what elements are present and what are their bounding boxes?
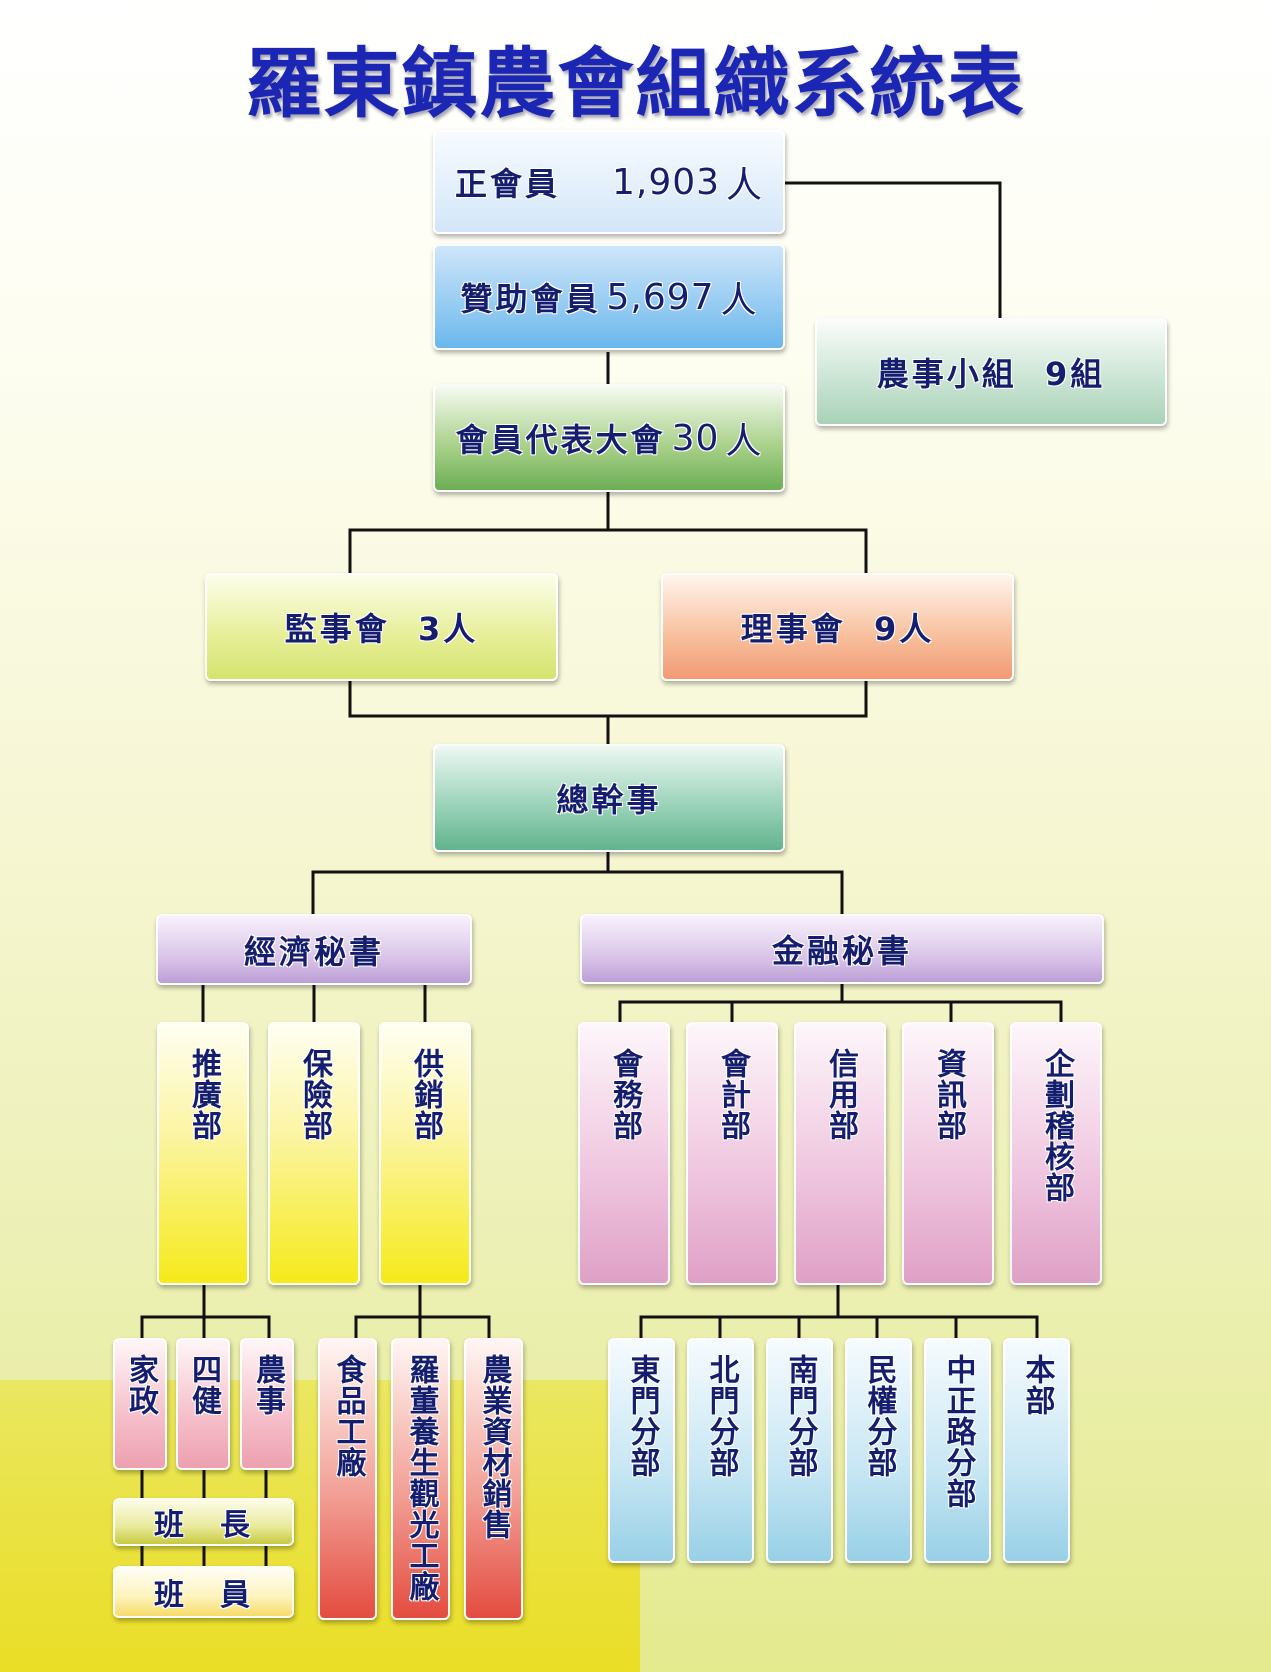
directors-box: 理事會 9人	[661, 573, 1014, 681]
associate-members-box: 贊助會員 5,697 人	[433, 244, 785, 350]
page-title: 羅東鎮農會組織系統表	[245, 39, 1026, 128]
economic-secretary-box: 經濟秘書	[156, 914, 472, 985]
economic-secretary-label: 經濟秘書	[243, 932, 384, 971]
line-board-split	[348, 528, 868, 575]
class-member-label: 班 員	[154, 1578, 253, 1613]
finance-secretary-box: 金融秘書	[580, 914, 1104, 984]
branch-minquan-label: 民權分部	[861, 1354, 897, 1478]
unit-wellness-factory-label: 羅董養生觀光工廠	[403, 1354, 439, 1602]
dept-extension: 推廣部	[157, 1022, 249, 1285]
finance-secretary-label: 金融秘書	[771, 932, 912, 970]
dept-insurance-label: 保險部	[297, 1048, 332, 1141]
branch-beimen-label: 北門分部	[703, 1354, 739, 1478]
unit-4h: 四健	[176, 1338, 230, 1470]
branch-headquarters-label: 本部	[1019, 1354, 1055, 1416]
unit-farming-label: 農事	[250, 1354, 285, 1416]
unit-food-factory: 食品工廠	[318, 1338, 377, 1620]
branch-minquan: 民權分部	[845, 1338, 912, 1563]
supervisors-box: 監事會 3人	[205, 573, 558, 681]
branch-zhongzheng-road-label: 中正路分部	[940, 1354, 976, 1509]
associate-members-count: 5,697	[606, 276, 715, 318]
regular-members-count: 1,903	[611, 161, 721, 203]
line-board-merge	[348, 680, 868, 718]
dept-supply-marketing-label: 供銷部	[408, 1048, 443, 1141]
branch-dongmen-label: 東門分部	[624, 1354, 660, 1478]
line-regular-to-farmgroups	[785, 181, 1002, 318]
regular-members-label: 正會員	[454, 165, 560, 203]
dept-planning-audit-label: 企劃稽核部	[1039, 1048, 1074, 1203]
branch-nanmen-label: 南門分部	[782, 1354, 818, 1478]
dept-information-label: 資訊部	[931, 1048, 966, 1141]
line-secretaries-split	[311, 870, 844, 916]
dept-accounting: 會計部	[686, 1022, 778, 1285]
line-finance-bar	[618, 1000, 1063, 1022]
unit-farming: 農事	[240, 1338, 294, 1470]
unit-farm-supplies-label: 農業資材銷售	[476, 1354, 512, 1540]
line-branch-bar	[639, 1315, 1039, 1340]
unit-farm-supplies: 農業資材銷售	[464, 1338, 523, 1620]
representatives-unit: 人	[725, 421, 763, 462]
dept-affairs: 會務部	[578, 1022, 670, 1285]
dept-extension-label: 推廣部	[186, 1048, 221, 1141]
branch-headquarters: 本部	[1003, 1338, 1070, 1563]
unit-wellness-factory: 羅董養生觀光工廠	[391, 1338, 450, 1620]
dept-credit-label: 信用部	[823, 1048, 858, 1141]
dept-insurance: 保險部	[268, 1022, 360, 1285]
branch-zhongzheng-road: 中正路分部	[924, 1338, 991, 1563]
farm-groups-label: 農事小組 9組	[876, 355, 1106, 393]
unit-4h-label: 四健	[186, 1354, 221, 1416]
class-leader-box: 班 長	[113, 1498, 294, 1546]
dept-credit: 信用部	[794, 1022, 886, 1285]
line-supply-bar	[354, 1315, 491, 1340]
representatives-label: 會員代表大會	[455, 421, 666, 459]
general-manager-label: 總幹事	[556, 781, 662, 819]
representatives-box: 會員代表大會 30 人	[433, 384, 785, 492]
dept-affairs-label: 會務部	[607, 1048, 642, 1141]
representatives-count: 30	[671, 417, 720, 459]
unit-food-factory-label: 食品工廠	[330, 1354, 366, 1478]
unit-home-economics: 家政	[113, 1338, 167, 1470]
dept-information: 資訊部	[902, 1022, 994, 1285]
dept-supply-marketing: 供銷部	[379, 1022, 471, 1285]
branch-beimen: 北門分部	[687, 1338, 754, 1563]
regular-members-unit: 人	[726, 165, 764, 206]
class-member-box: 班 員	[113, 1566, 294, 1618]
dept-accounting-label: 會計部	[715, 1048, 750, 1141]
class-leader-label: 班 長	[154, 1508, 253, 1543]
associate-members-label: 贊助會員	[460, 280, 601, 318]
branch-nanmen: 南門分部	[766, 1338, 833, 1563]
branch-dongmen: 東門分部	[608, 1338, 675, 1563]
unit-home-economics-label: 家政	[123, 1354, 158, 1416]
general-manager-box: 總幹事	[433, 744, 785, 852]
farm-groups-box: 農事小組 9組	[815, 318, 1167, 426]
dept-planning-audit: 企劃稽核部	[1010, 1022, 1102, 1285]
directors-label: 理事會 9人	[740, 610, 935, 648]
supervisors-label: 監事會 3人	[284, 610, 479, 648]
associate-members-unit: 人	[720, 280, 758, 321]
regular-members-box: 正會員 1,903 人	[433, 130, 785, 234]
